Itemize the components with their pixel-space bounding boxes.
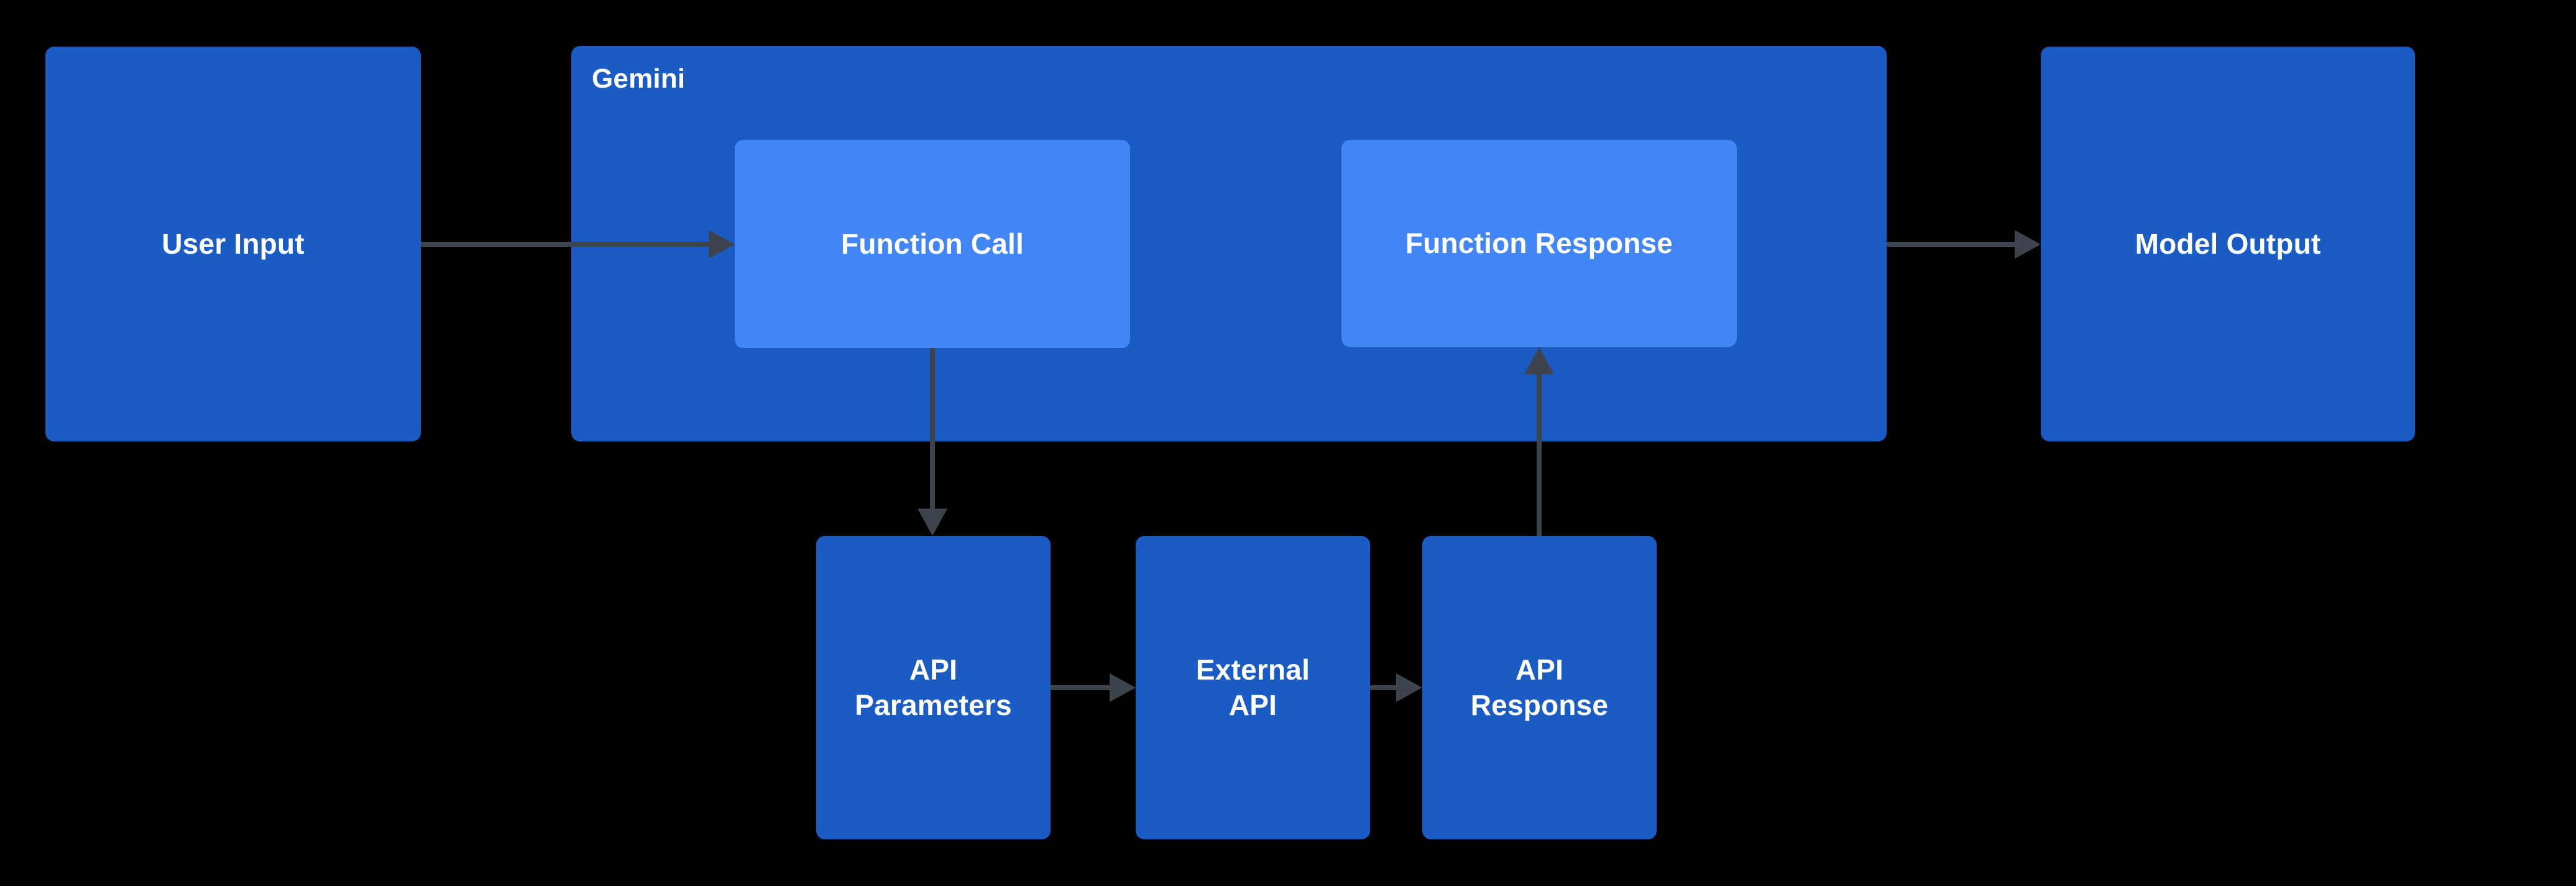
node-api-parameters[interactable]: API Parameters [816,536,1051,839]
edge-function-response-to-model-output [1887,230,2041,259]
node-model-output[interactable]: Model Output [2041,47,2415,441]
node-function-call[interactable]: Function Call [735,140,1130,348]
edge-api-parameters-to-external-api [1051,673,1136,702]
node-function-response[interactable]: Function Response [1341,140,1737,347]
group-gemini-label: Gemini [592,63,686,94]
node-api-response[interactable]: API Response [1422,536,1657,839]
node-user-input[interactable]: User Input [45,47,421,441]
node-external-api[interactable]: External API [1136,536,1370,839]
edge-external-api-to-api-response [1370,673,1422,702]
